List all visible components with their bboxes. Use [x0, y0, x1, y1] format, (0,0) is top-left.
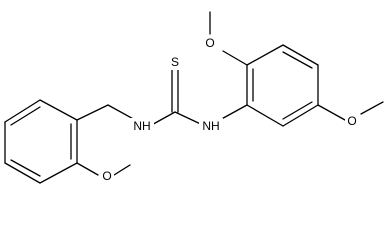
- o-methoxy-top-atom-label: O: [205, 36, 214, 50]
- label-bg-nh-right: [199, 118, 223, 134]
- label-bg-o-bottom: [100, 168, 114, 184]
- bond-ring-left-inner-2: [10, 159, 41, 177]
- bond-ring-right-inner-3: [282, 101, 313, 120]
- bond-ring-left-4: [4, 162, 41, 184]
- bond-ring-o-top: [222, 50, 248, 66]
- bond-ring-o-bottom: [76, 162, 99, 176]
- nh-left-atom-label: NH: [133, 119, 150, 133]
- bond-o-ch3-bottom: [113, 164, 131, 176]
- o-methoxy-right-atom-label: O: [347, 114, 356, 128]
- bond-o-ch3-right: [360, 101, 384, 115]
- bond-ring-left-1: [39, 99, 78, 121]
- chemical-structure: S NH NH O O O: [4, 11, 384, 184]
- nh-right-atom-label: NH: [202, 119, 219, 133]
- bond-ring-left-5: [39, 162, 78, 184]
- bond-ring-left-2: [4, 99, 41, 123]
- bond-ring-o-right: [317, 104, 346, 121]
- bond-ring-right-2: [246, 44, 284, 66]
- bond-ring-right-6: [246, 104, 284, 127]
- sulfur-atom-label: S: [171, 55, 179, 69]
- label-bg-o-top: [203, 35, 217, 51]
- bond-ring-right-3: [282, 44, 319, 66]
- atom-labels: S NH NH O O O: [100, 35, 359, 184]
- label-bg-o-right: [345, 113, 359, 129]
- o-methoxy-bottom-atom-label: O: [102, 169, 111, 183]
- bond-ring-right-5: [282, 104, 319, 127]
- bond-ring-left-inner-1: [10, 106, 41, 126]
- bonds: [4, 11, 384, 184]
- bond-ring-right-inner-2: [282, 51, 313, 69]
- label-bg-sulfur: [169, 54, 181, 70]
- label-bg-nh-left: [130, 118, 154, 134]
- bond-ch2-ring: [76, 104, 109, 121]
